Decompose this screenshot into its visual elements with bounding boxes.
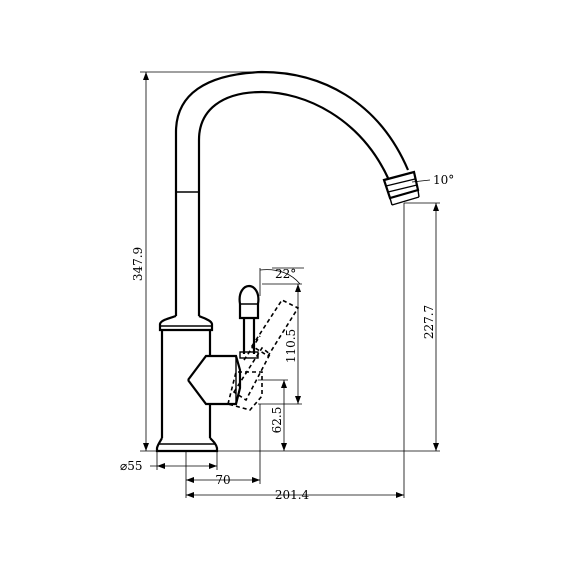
dim-handle-height: 110.5 (284, 329, 298, 363)
dim-base-height: 62.5 (270, 407, 284, 434)
dim-outlet-height: 227.7 (422, 305, 436, 339)
dim-spout-reach: 201.4 (275, 488, 310, 502)
faucet-outline (155, 70, 420, 453)
dim-spout-angle: 10° (433, 173, 454, 187)
dim-base-diameter: ⌀55 (120, 459, 143, 473)
dimension-lines (140, 71, 440, 498)
dim-handle-angle: 22° (275, 267, 296, 281)
dim-total-height: 347.9 (131, 247, 145, 281)
dim-handle-offset: 70 (215, 473, 230, 487)
